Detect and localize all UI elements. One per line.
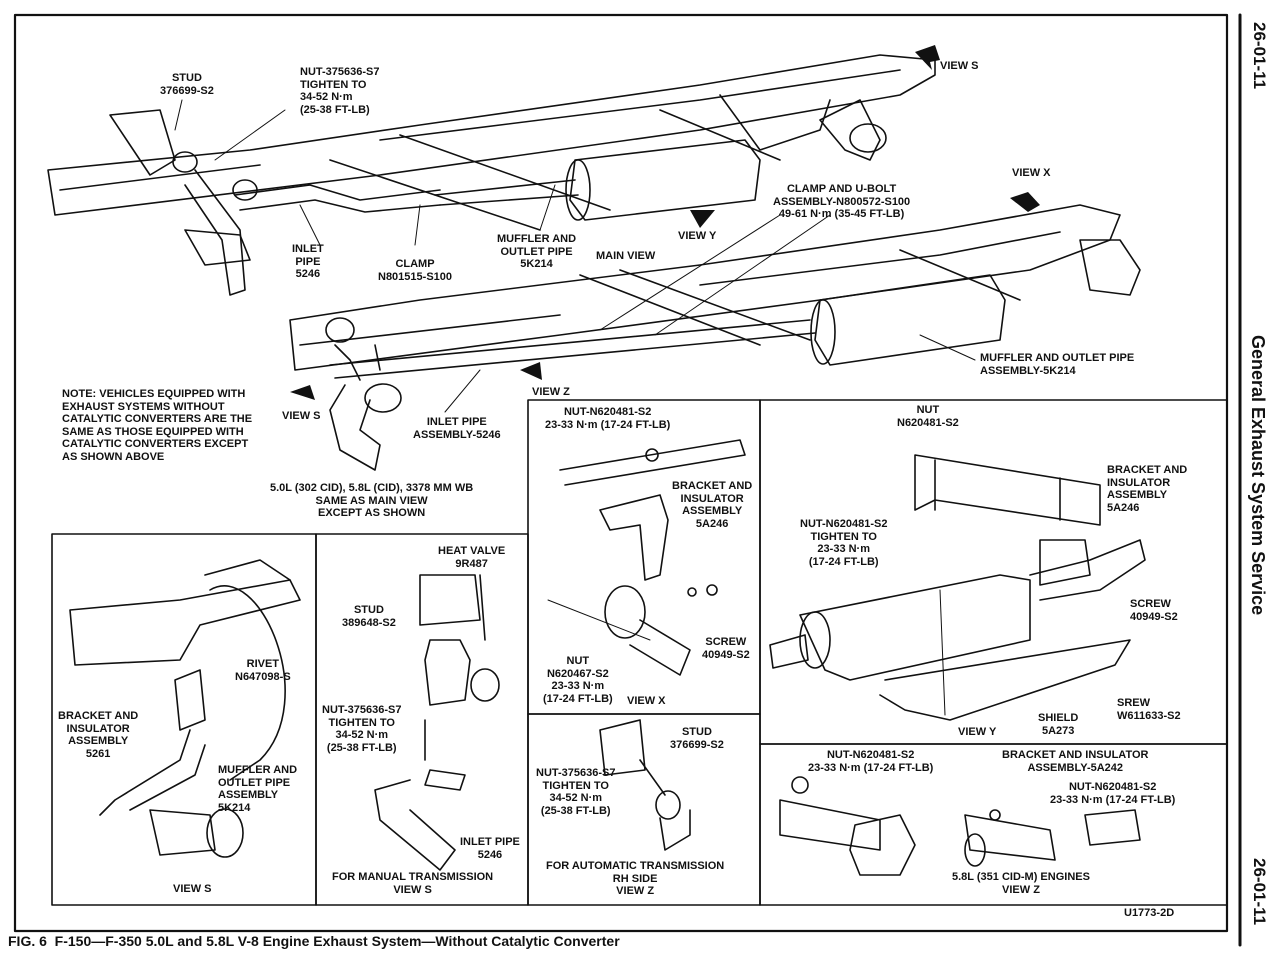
view-y-screw: SCREW 40949-S2 xyxy=(1130,598,1178,623)
clamp-label: CLAMP N801515-S100 xyxy=(378,258,453,283)
page-number-bottom: 26-01-11 xyxy=(1250,858,1269,926)
main-view-inlet-pipe xyxy=(109,109,441,296)
clamp-ubolt-label: CLAMP AND U-BOLT ASSEMBLY-N800572-S100 4… xyxy=(773,183,911,220)
view-z-bracket: BRACKET AND INSULATOR ASSEMBLY-5A242 xyxy=(1002,749,1149,774)
view-s-drawing xyxy=(69,559,301,858)
second-view-muffler xyxy=(329,274,1006,379)
view-y-title: VIEW Y xyxy=(958,726,997,738)
note-label: NOTE: VEHICLES EQUIPPED WITH EXHAUST SYS… xyxy=(62,388,253,463)
manual-inlet-pipe: INLET PIPE 5246 xyxy=(460,836,520,861)
auto-title: FOR AUTOMATIC TRANSMISSION RH SIDE VIEW … xyxy=(546,860,725,897)
view-z-label: VIEW Z xyxy=(532,386,570,398)
view-s-top-label: VIEW S xyxy=(940,60,979,72)
page-number-top: 26-01-11 xyxy=(1250,22,1269,90)
view-s-bracket: BRACKET AND INSULATOR ASSEMBLY 5261 xyxy=(58,710,139,760)
manual-heat-valve: HEAT VALVE 9R487 xyxy=(438,545,506,570)
view-x-bracket: BRACKET AND INSULATOR ASSEMBLY 5A246 xyxy=(672,480,753,530)
view-y-bracket: BRACKET AND INSULATOR ASSEMBLY 5A246 xyxy=(1107,464,1188,514)
view-s-label: VIEW S xyxy=(282,410,321,422)
auto-nut: NUT-375636-S7 TIGHTEN TO 34-52 N·m (25-3… xyxy=(536,767,616,817)
second-muffler-label: MUFFLER AND OUTLET PIPE ASSEMBLY-5K214 xyxy=(980,352,1135,377)
main-view-tailpipe xyxy=(819,99,887,161)
manual-stud: STUD 389648-S2 xyxy=(342,604,396,629)
view-z-nut-right: NUT-N620481-S2 23-33 N·m (17-24 FT-LB) xyxy=(1050,781,1176,806)
second-view-inlet-pipe xyxy=(325,317,402,471)
view-x-nut-bottom: NUT N620467-S2 23-33 N·m (17-24 FT-LB) xyxy=(543,655,613,705)
auto-drawing xyxy=(599,719,691,851)
view-x-label: VIEW X xyxy=(1012,167,1051,179)
view-z-drawing xyxy=(779,776,1141,876)
view-s-rivet: RIVET N647098-S xyxy=(235,658,291,683)
main-view-leaders xyxy=(174,99,976,413)
section-title: General Exhaust System Service xyxy=(1248,335,1268,616)
nut-label: NUT-375636-S7 TIGHTEN TO 34-52 N·m (25-3… xyxy=(300,66,380,116)
view-x-nut-top: NUT-N620481-S2 23-33 N·m (17-24 FT-LB) xyxy=(545,406,671,431)
view-x-drawing xyxy=(547,439,746,676)
view-x-title: VIEW X xyxy=(627,695,666,707)
manual-nut: NUT-375636-S7 TIGHTEN TO 34-52 N·m (25-3… xyxy=(322,704,402,754)
view-y-nut-tighten: NUT-N620481-S2 TIGHTEN TO 23-33 N·m (17-… xyxy=(800,518,888,568)
second-view-frame-rails xyxy=(289,204,1141,371)
view-arrows xyxy=(290,45,1040,400)
auto-stud: STUD 376699-S2 xyxy=(670,726,724,751)
view-y-panel-border xyxy=(759,399,1228,745)
view-z-panel-border xyxy=(759,743,1228,906)
figure-border xyxy=(13,13,1229,933)
view-x-screw: SCREW 40949-S2 xyxy=(702,636,750,661)
view-y-drawing xyxy=(769,454,1146,721)
view-y-nut: NUT N620481-S2 xyxy=(897,404,959,429)
view-y-srew: SREW W611633-S2 xyxy=(1117,697,1181,722)
manual-drawing xyxy=(374,574,500,871)
view-s-title: VIEW S xyxy=(173,883,212,895)
figure-caption: FIG. 6 F-150—F-350 5.0L and 5.8L V-8 Eng… xyxy=(8,933,620,949)
engine-note-label: 5.0L (302 CID), 5.8L (CID), 3378 MM WB S… xyxy=(270,482,474,519)
main-view-label: MAIN VIEW xyxy=(596,250,656,262)
view-z-nut-left: NUT-N620481-S2 23-33 N·m (17-24 FT-LB) xyxy=(808,749,934,774)
stud-label: STUD 376699-S2 xyxy=(160,72,214,97)
view-y-label: VIEW Y xyxy=(678,230,717,242)
muffler-label: MUFFLER AND OUTLET PIPE 5K214 xyxy=(497,233,577,270)
drawing-code: U1773-2D xyxy=(1124,907,1175,919)
view-z-title: 5.8L (351 CID-M) ENGINES VIEW Z xyxy=(952,871,1090,896)
main-view-muffler xyxy=(434,139,761,221)
view-y-shield: SHIELD 5A273 xyxy=(1038,712,1079,737)
inlet-pipe-label: INLET PIPE 5246 xyxy=(292,243,324,280)
view-s-muffler: MUFFLER AND OUTLET PIPE ASSEMBLY 5K214 xyxy=(218,764,298,814)
second-inlet-pipe-label: INLET PIPE ASSEMBLY-5246 xyxy=(413,416,501,441)
manual-title: FOR MANUAL TRANSMISSION VIEW S xyxy=(332,871,494,896)
